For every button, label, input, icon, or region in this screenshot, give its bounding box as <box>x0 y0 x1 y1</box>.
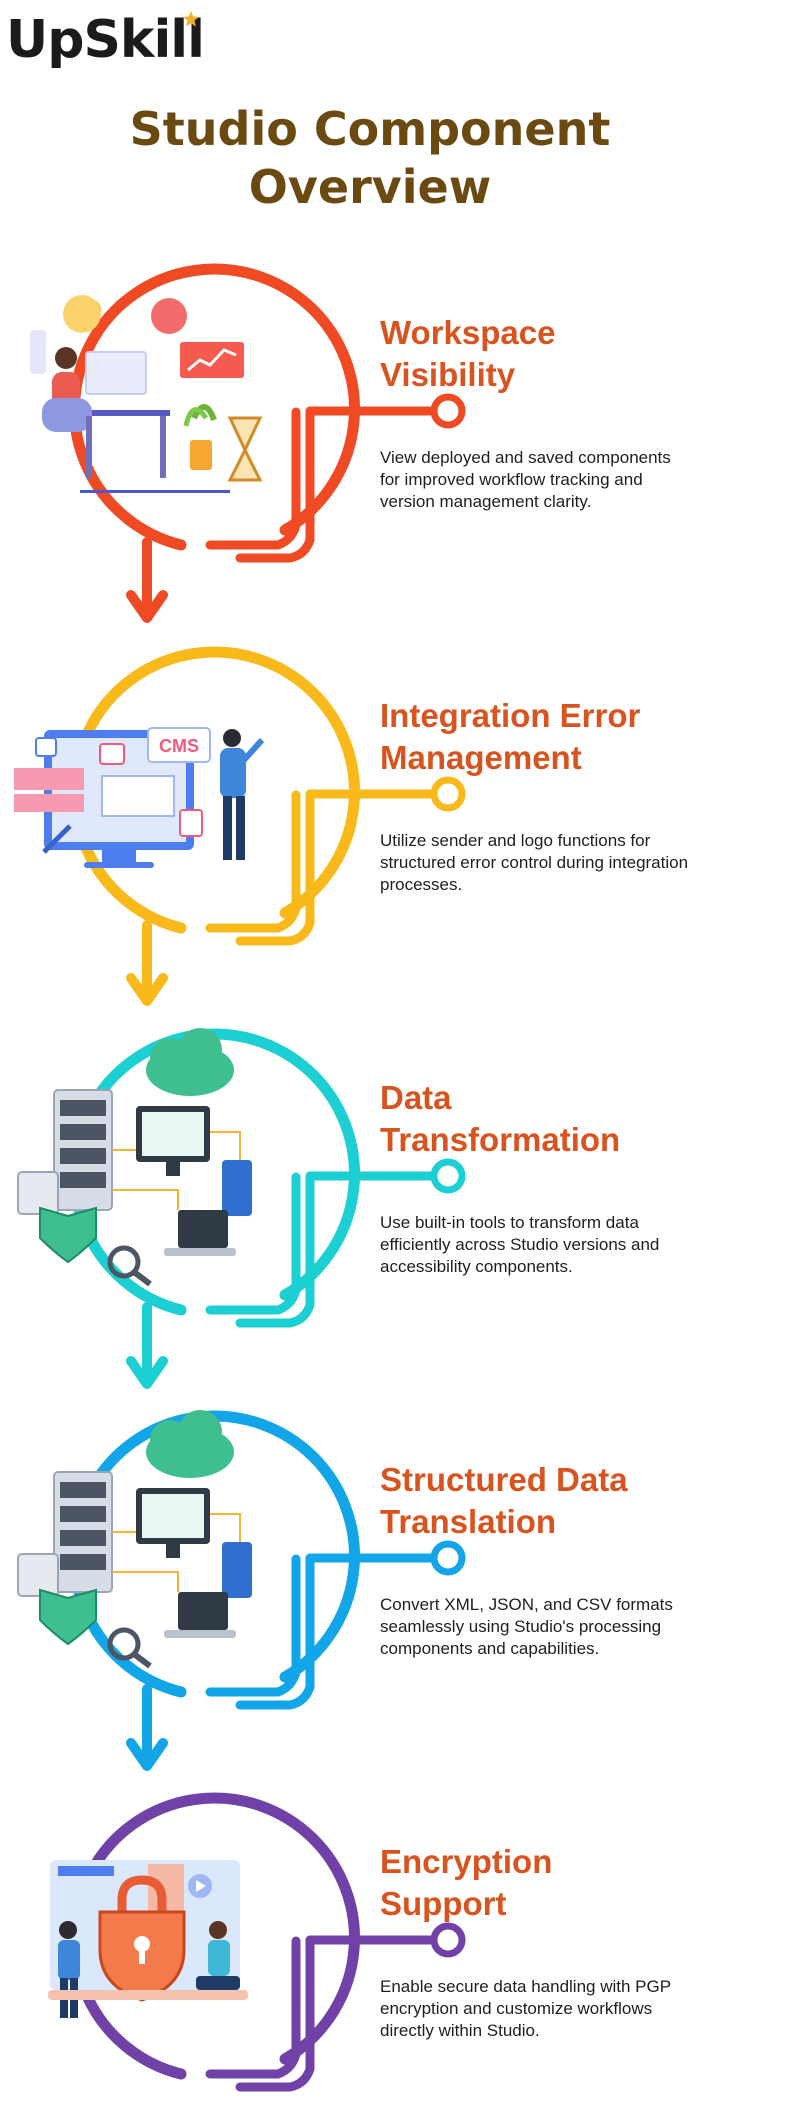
step-3-node <box>430 1158 466 1194</box>
step-2-node <box>430 776 466 812</box>
step-4-node <box>430 1540 466 1576</box>
step-2-heading-line-2: Management <box>380 739 582 776</box>
upskill-logo[interactable]: UpSkill <box>6 8 206 74</box>
step-1-heading-line-1: Workspace <box>380 314 555 351</box>
cloud-server-network-illustration-2 <box>17 1410 252 1669</box>
cms-developer-illustration: CMS <box>14 727 265 868</box>
step-3-heading-line-1: Data <box>380 1079 452 1116</box>
step-5-node <box>430 1922 466 1958</box>
cloud-server-network-illustration <box>17 1028 252 1287</box>
step-1-description: View deployed and saved components for i… <box>380 448 671 511</box>
step-4-heading-line-2: Translation <box>380 1503 556 1540</box>
step-5-heading-line-1: Encryption <box>380 1843 552 1880</box>
step-3-heading-line-2: Transformation <box>380 1121 620 1158</box>
step-5-description: Enable secure data handling with PGP enc… <box>380 1977 671 2040</box>
step-1-node <box>430 393 466 429</box>
step-1-heading-line-2: Visibility <box>380 356 516 393</box>
woman-at-desk-analytics-illustration <box>30 295 263 493</box>
logo-wordmark: UpSkill <box>6 10 205 70</box>
step-2-description: Utilize sender and logo functions for st… <box>380 831 689 894</box>
step-3-connector <box>68 1028 435 1389</box>
step-2-connector <box>68 646 435 1006</box>
page-title: Studio Component Overview <box>129 102 611 214</box>
step-5-heading-line-2: Support <box>380 1885 506 1922</box>
step-3-description: Use built-in tools to transform data eff… <box>380 1213 660 1276</box>
star-icon <box>182 10 200 27</box>
cms-badge-label: CMS <box>159 736 199 756</box>
step-5-connector <box>68 1792 435 2092</box>
step-4-description: Convert XML, JSON, and CSV formats seaml… <box>380 1595 673 1658</box>
security-padlock-illustration <box>48 1860 248 2018</box>
step-1-connector <box>68 263 435 623</box>
step-4-connector <box>68 1410 435 1771</box>
step-2-heading-line-1: Integration Error <box>380 697 641 734</box>
step-4-heading-line-1: Structured Data <box>380 1461 628 1498</box>
